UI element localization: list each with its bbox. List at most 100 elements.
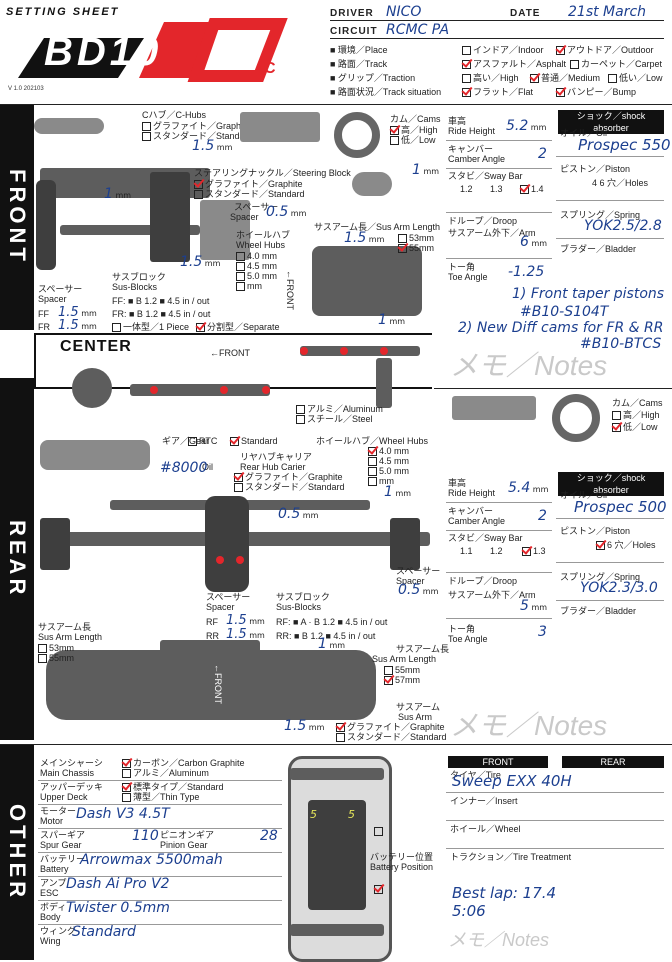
rear-sway-13[interactable]: 1.3 (522, 546, 546, 557)
front-mm1[interactable]: 1 mm (104, 186, 132, 202)
body-val[interactable]: Twister 0.5mm (66, 900, 170, 916)
front-chubs-mm[interactable]: 1.5 mm (192, 138, 233, 154)
front-note-1[interactable]: 1) Front taper pistons (512, 286, 665, 302)
front-oil-val[interactable]: Prospec 550 (578, 136, 671, 154)
batt-pos-box-2[interactable] (374, 884, 385, 895)
deck-standard[interactable]: 標準タイプ／Standard (122, 782, 224, 793)
steer-graphite[interactable]: グラファイト／Graphite (194, 179, 303, 190)
front-droop-val[interactable]: 6 mm (520, 234, 548, 250)
front-ride-height-val[interactable]: 5.2 mm (506, 118, 547, 134)
rear-mm-a[interactable]: 1 mm (384, 484, 412, 500)
driver-value[interactable]: NICO (386, 4, 422, 20)
rear-sway-11[interactable]: 1.1 (460, 546, 473, 556)
batt-val-b[interactable]: 5 (348, 808, 355, 821)
rear-susarm-left-55[interactable]: 55mm (38, 653, 74, 664)
rear-spacer-mid[interactable]: 0.5 mm (278, 506, 319, 522)
center-aluminum[interactable]: アルミ／Aluminum (296, 404, 383, 415)
front-susarm-55[interactable]: 55mm (398, 243, 434, 254)
front-separate[interactable]: 分割型／Separate (196, 322, 280, 333)
rear-ride-height-val[interactable]: 5.4 mm (508, 480, 549, 496)
rear-spacer-side-val[interactable]: 0.5 mm (398, 582, 439, 598)
rear-wheelhub-40[interactable]: 4.0 mm (368, 446, 409, 457)
front-wheelhub-45[interactable]: 4.5 mm (236, 261, 277, 272)
best-time[interactable]: 5:06 (452, 902, 486, 920)
rear-rtc[interactable]: RTC (188, 436, 217, 447)
front-sway-12[interactable]: 1.2 (460, 184, 473, 194)
rear-spring-val[interactable]: YOK2.3/3.0 (580, 580, 658, 596)
rear-susblock-rr[interactable]: RR: ■ B 1.2 ■ 4.5 in / out (276, 631, 376, 641)
rear-arm-bottom-mm[interactable]: 1.5 mm (284, 718, 325, 734)
front-spacer-val[interactable]: 0.5 mm (266, 204, 307, 220)
rear-standard[interactable]: Standard (230, 436, 278, 447)
spur-val[interactable]: 110 (132, 828, 159, 844)
front-susarm-val[interactable]: 1.5 mm (344, 230, 385, 246)
env-indoor[interactable]: インドア／Indoor (462, 45, 544, 56)
front-mm2[interactable]: 1.5 mm (180, 254, 221, 270)
grip-high[interactable]: 高い／High (462, 73, 519, 84)
front-spring-val[interactable]: YOK2.5/2.8 (584, 218, 662, 234)
date-value[interactable]: 21st March (568, 4, 647, 20)
rear-susarm-standard[interactable]: スタンダード／Standard (336, 732, 447, 743)
grip-low[interactable]: 低い／Low (608, 73, 663, 84)
front-note-2[interactable]: #B10-S104T (520, 304, 609, 320)
best-lap[interactable]: Best lap: 17.4 (452, 884, 557, 902)
front-chubs-graphite[interactable]: グラファイト／Graphite (142, 121, 251, 132)
rr-val[interactable]: 1.5 mm (226, 627, 265, 642)
front-piston-val[interactable]: 4 6 穴／Holes (592, 178, 649, 188)
front-wheelhub-mm[interactable]: mm (236, 281, 262, 292)
rear-camber-val[interactable]: 2 (538, 508, 547, 524)
front-note-4[interactable]: #B10-BTCS (580, 336, 662, 352)
rear-carrier-standard[interactable]: スタンダード／Standard (234, 482, 345, 493)
front-cams-low[interactable]: 低／Low (390, 135, 436, 146)
front-sway-14[interactable]: 1.4 (520, 184, 544, 195)
track-carpet[interactable]: カーペット／Carpet (570, 59, 662, 70)
pinion-val[interactable]: 28 (260, 828, 278, 844)
sit-bump[interactable]: バンピー／Bump (556, 87, 636, 98)
esc-val[interactable]: Dash Ai Pro V2 (66, 876, 170, 892)
rear-arm-mm[interactable]: 1 mm (318, 636, 346, 652)
rear-gear-val[interactable]: #8000 (160, 460, 208, 476)
wing-val[interactable]: Standard (72, 924, 136, 940)
front-note-3[interactable]: 2) New Diff cams for FR & RR (458, 320, 664, 336)
chassis-carbon[interactable]: カーボン／Carbon Graphite (122, 758, 245, 769)
rear-susarm-graphite[interactable]: グラファイト／Graphite (336, 722, 445, 733)
front-sway-13[interactable]: 1.3 (490, 184, 503, 194)
front-wheelhub-40[interactable]: 4.0 mm (236, 251, 277, 262)
rear-wheelhub-45[interactable]: 4.5 mm (368, 456, 409, 467)
battery-val[interactable]: Arrowmax 5500mah (80, 852, 223, 868)
center-steel[interactable]: スチール／Steel (296, 414, 373, 425)
env-outdoor[interactable]: アウトドア／Outdoor (556, 45, 654, 56)
sit-flat[interactable]: フラット／Flat (462, 87, 533, 98)
front-cams-mm[interactable]: 1 mm (412, 162, 440, 178)
front-susblock-ff[interactable]: FF: ■ B 1.2 ■ 4.5 in / out (112, 296, 210, 306)
circuit-value[interactable]: RCMC PA (386, 22, 450, 38)
rear-susblock-rf[interactable]: RF: ■ A · B 1.2 ■ 4.5 in / out (276, 617, 388, 627)
front-wheelhub-50[interactable]: 5.0 mm (236, 271, 277, 282)
rear-susarm-left-53[interactable]: 53mm (38, 643, 74, 654)
front-chubs-standard[interactable]: スタンダード／Standard (142, 131, 253, 142)
rear-droop-val[interactable]: 5 mm (520, 598, 548, 614)
rear-wheelhub-50[interactable]: 5.0 mm (368, 466, 409, 477)
front-cams-high[interactable]: 高／High (390, 125, 438, 136)
rear-susarm-right-57[interactable]: 57mm (384, 675, 420, 686)
rear-carrier-graphite[interactable]: グラファイト／Graphite (234, 472, 343, 483)
steer-standard[interactable]: スタンダード／Standard (194, 189, 305, 200)
rear-toe-val[interactable]: 3 (538, 624, 547, 640)
rear-cams-low[interactable]: 低／Low (612, 422, 658, 433)
deck-thin[interactable]: 薄型／Thin Type (122, 792, 199, 803)
front-toe-val[interactable]: -1.25 (508, 264, 545, 280)
front-1piece[interactable]: 一体型／1 Piece (112, 322, 189, 333)
track-asphalt[interactable]: アスファルト／Asphalt (462, 59, 566, 70)
chassis-aluminum[interactable]: アルミ／Aluminum (122, 768, 209, 779)
ff-val[interactable]: 1.5 mm (58, 305, 97, 320)
front-camber-val[interactable]: 2 (538, 146, 547, 162)
rear-wheelhub-mm[interactable]: mm (368, 476, 394, 487)
front-susblock-fr[interactable]: FR: ■ B 1.2 ■ 4.5 in / out (112, 309, 211, 319)
grip-medium[interactable]: 普通／Medium (530, 73, 600, 84)
rear-piston-val[interactable]: 6 穴／Holes (596, 540, 656, 551)
fr-val[interactable]: 1.5 mm (58, 318, 97, 333)
rear-sway-12[interactable]: 1.2 (490, 546, 503, 556)
motor-val[interactable]: Dash V3 4.5T (76, 806, 170, 822)
batt-val-a[interactable]: 5 (310, 808, 317, 821)
tire-val[interactable]: Sweep EXX 40H (452, 772, 572, 790)
